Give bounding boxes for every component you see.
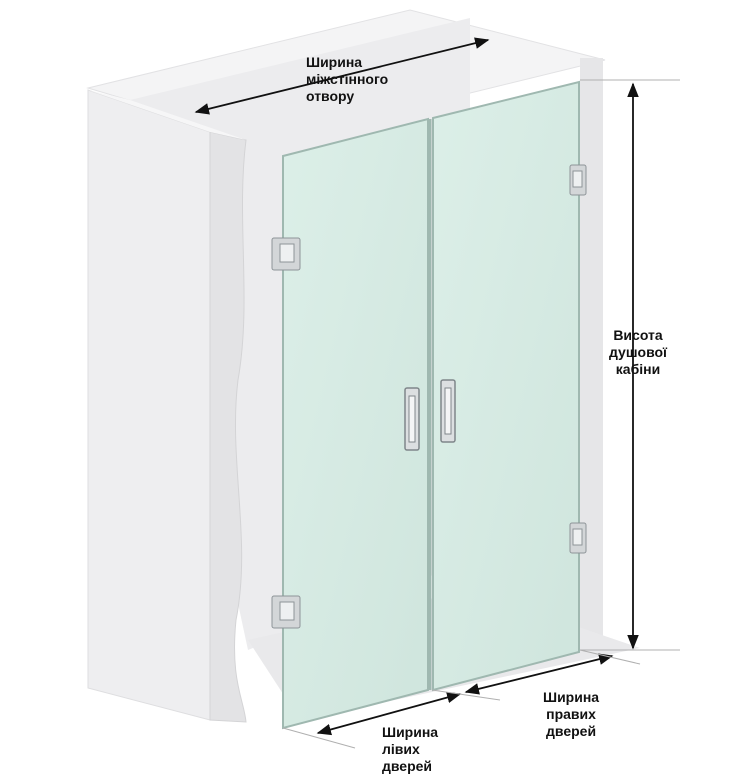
opening-width-arrow: [194, 37, 490, 115]
hinges: [271, 164, 587, 629]
right-door-width-label: Ширина правих дверей: [543, 689, 600, 739]
wall-cut-edge: [209, 131, 247, 723]
dimension-lines: [194, 37, 639, 736]
left-wall: [87, 89, 247, 723]
opening-width-label: Ширина міжстінного отвору: [306, 54, 389, 104]
cabin-height-label: Висота душової кабіни: [609, 327, 667, 377]
left-door-width-arrow: [316, 691, 462, 736]
right-wall: [580, 58, 603, 650]
right-door-glass: [432, 80, 580, 692]
left-door-glass: [282, 117, 429, 730]
left-door-width-label: Ширина лівих дверей: [382, 724, 439, 774]
handles: [404, 379, 456, 451]
right-door-width-arrow: [464, 653, 614, 695]
glass-doors: [282, 80, 580, 730]
extension-lines: [282, 79, 680, 749]
